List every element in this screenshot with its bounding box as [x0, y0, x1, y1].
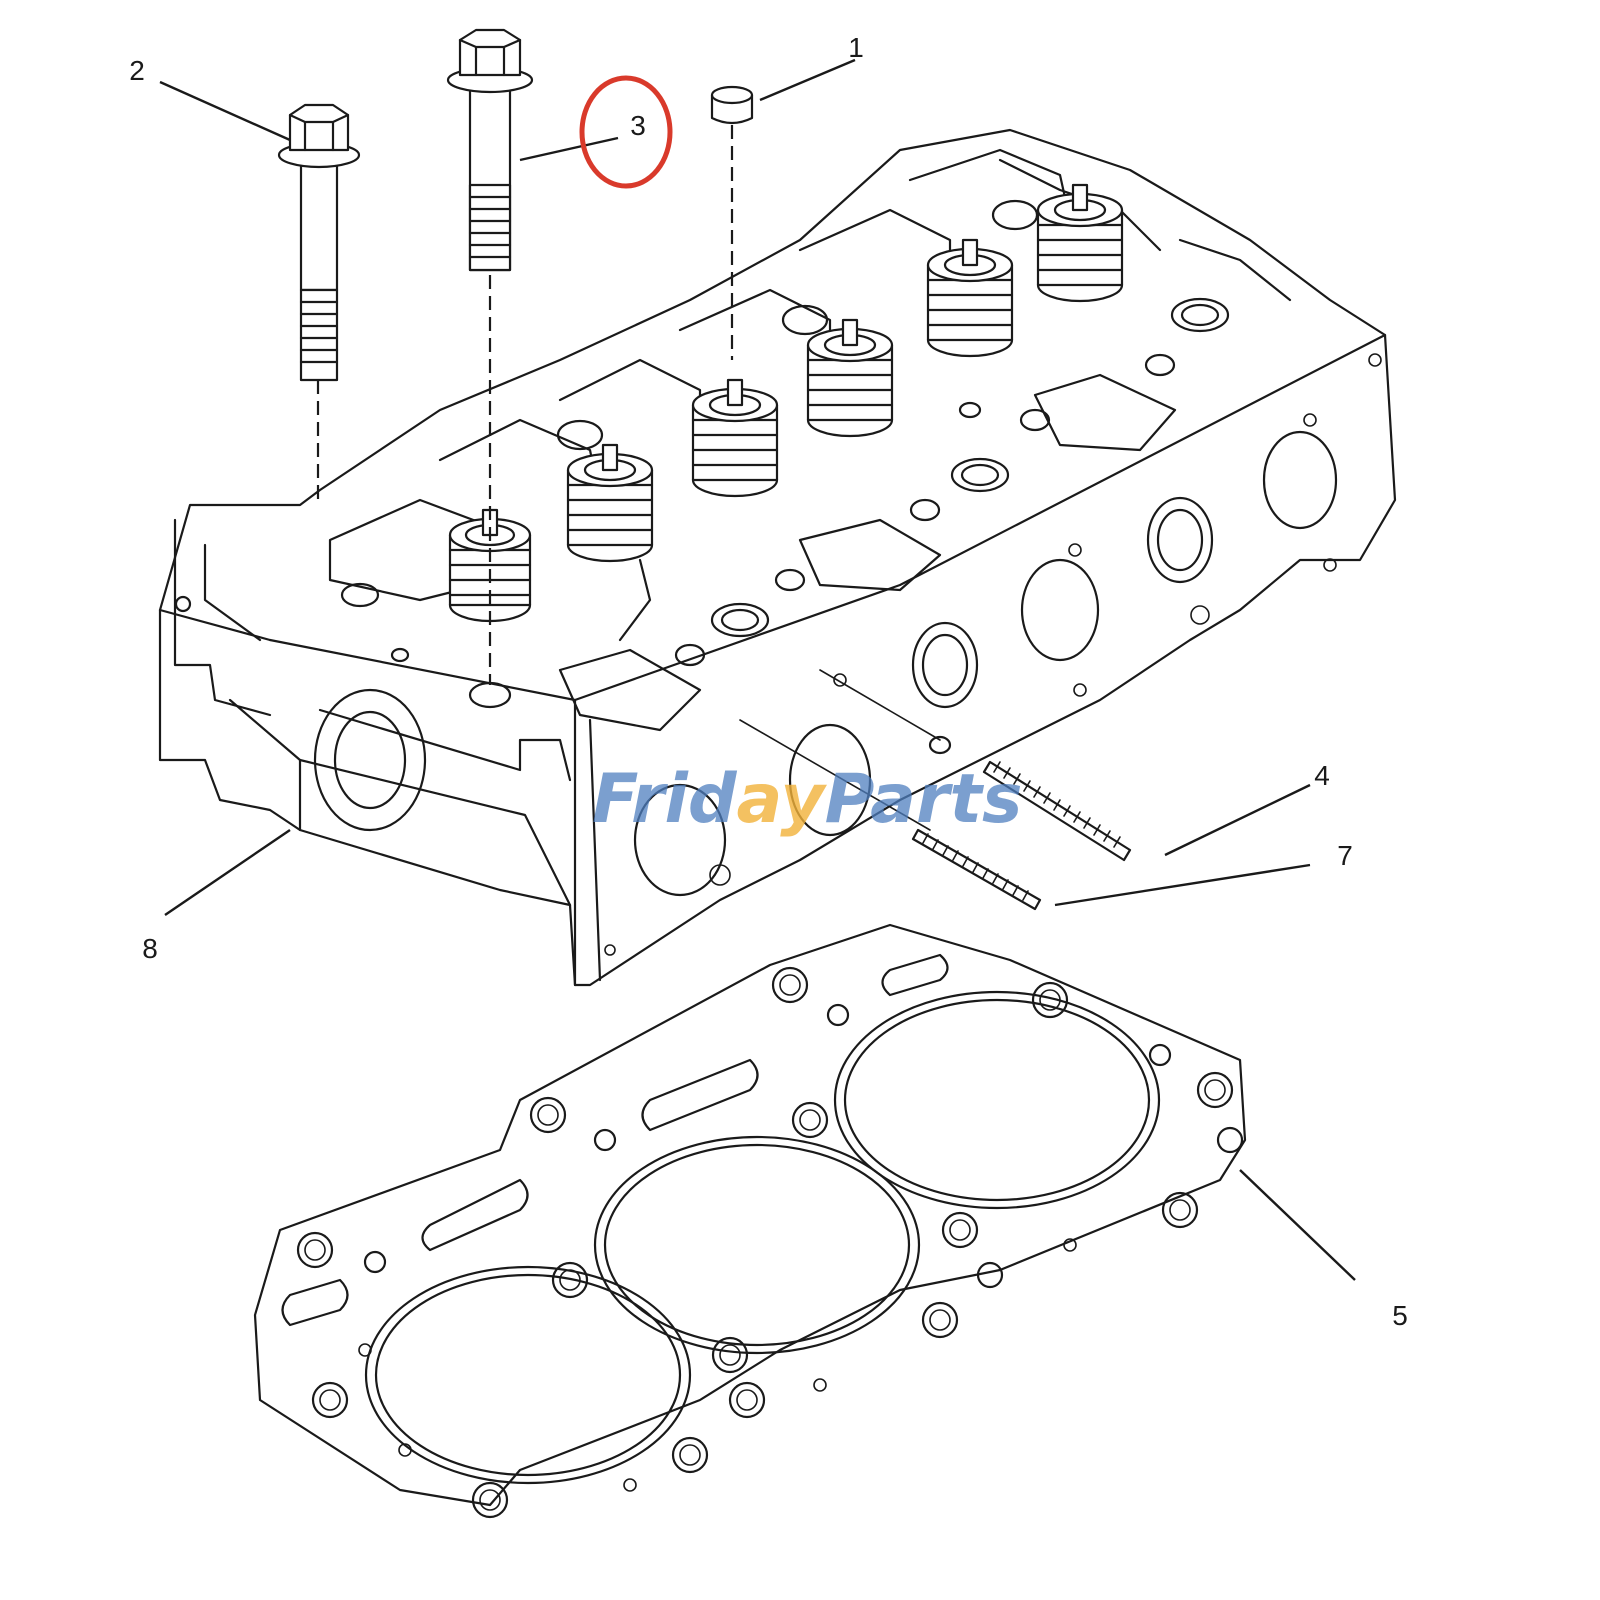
- callout-7: 7: [1337, 840, 1353, 871]
- callout-1: 1: [848, 32, 864, 63]
- dowel-pins: [739, 669, 1132, 911]
- highlight-circle: [579, 75, 673, 189]
- callout-8: 8: [142, 933, 158, 964]
- callout-5: 5: [1392, 1300, 1408, 1331]
- cylinder-head: [158, 128, 1397, 987]
- callout-4: 4: [1314, 760, 1330, 791]
- callout-3: 3: [630, 110, 646, 141]
- watermark-logo: FridayParts: [592, 760, 1023, 839]
- valve-cap-part-1: [710, 85, 754, 360]
- head-gasket: [253, 923, 1247, 1519]
- svg-text:FridayParts: FridayParts: [592, 760, 1023, 839]
- leader-lines: [159, 58, 1356, 1281]
- bolt-part-3: [446, 28, 534, 685]
- callout-2: 2: [129, 55, 145, 86]
- valve-springs: [448, 183, 1124, 623]
- bolt-part-2: [277, 103, 361, 500]
